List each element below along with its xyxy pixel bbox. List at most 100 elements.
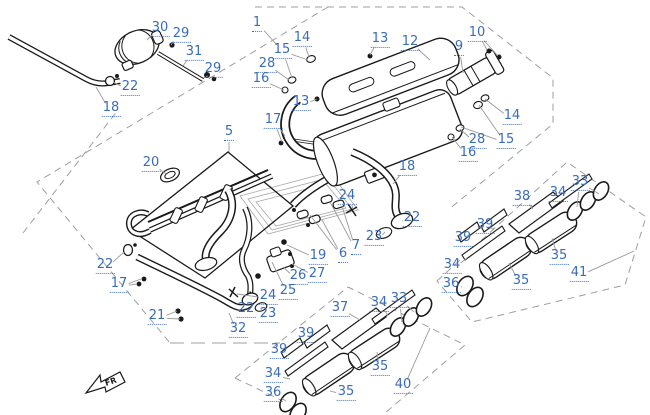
callout-26[interactable]: 26	[288, 267, 308, 285]
callout-34[interactable]: 34	[548, 184, 568, 202]
callout-13[interactable]: 13	[291, 93, 311, 111]
callout-34[interactable]: 34	[442, 256, 462, 274]
leader-line	[291, 263, 309, 273]
callout-28[interactable]: 28	[467, 131, 487, 149]
callout-39[interactable]: 39	[269, 341, 289, 359]
callout-29[interactable]: 29	[203, 60, 223, 78]
callout-1[interactable]: 1	[251, 14, 263, 32]
callout-16[interactable]: 16	[458, 144, 478, 162]
callout-18[interactable]: 18	[397, 158, 417, 176]
callout-30[interactable]: 30	[150, 19, 170, 37]
leader-line	[384, 310, 389, 317]
callout-37[interactable]: 37	[330, 299, 350, 317]
callout-22[interactable]: 22	[120, 78, 140, 96]
callout-31[interactable]: 31	[184, 43, 204, 61]
callout-35[interactable]: 35	[336, 383, 356, 401]
callout-35[interactable]: 35	[370, 358, 390, 376]
callout-12[interactable]: 12	[400, 33, 420, 51]
callout-15[interactable]: 15	[496, 131, 516, 149]
leader-line	[282, 266, 291, 274]
leader-line	[329, 201, 352, 242]
gasket-20	[159, 167, 181, 183]
callout-35[interactable]: 35	[511, 272, 531, 290]
callout-33[interactable]: 33	[389, 290, 409, 308]
leader-line	[460, 257, 468, 264]
callout-10[interactable]: 10	[467, 24, 487, 42]
gasket-23	[254, 302, 268, 312]
front-heat-pipe-assembly	[7, 28, 217, 87]
callout-18[interactable]: 18	[101, 99, 121, 117]
leader-line	[276, 129, 283, 143]
muffler-assembly	[278, 37, 505, 239]
callout-23[interactable]: 23	[364, 228, 384, 246]
callout-36[interactable]: 36	[441, 275, 461, 293]
callout-28[interactable]: 28	[257, 55, 277, 73]
callout-17[interactable]: 17	[109, 275, 129, 293]
callout-6[interactable]: 6	[337, 245, 349, 263]
callout-15[interactable]: 15	[272, 41, 292, 59]
callout-21[interactable]: 21	[147, 307, 167, 325]
callout-34[interactable]: 34	[263, 365, 283, 383]
leader-line	[329, 390, 337, 393]
callout-29[interactable]: 29	[171, 25, 191, 43]
callout-25[interactable]: 25	[278, 282, 298, 300]
callout-22[interactable]: 22	[236, 300, 256, 318]
callout-22[interactable]: 22	[402, 209, 422, 227]
leader-line	[271, 261, 284, 287]
leader-line	[406, 327, 431, 380]
callout-16[interactable]: 16	[251, 70, 271, 88]
leader-line	[286, 244, 309, 256]
leader-line	[236, 293, 259, 298]
leader-line	[376, 351, 379, 362]
callout-39[interactable]: 39	[296, 325, 316, 343]
manifold-panel	[125, 151, 295, 298]
callout-24[interactable]: 24	[337, 187, 357, 205]
heat-shield-12	[321, 37, 460, 116]
callout-35[interactable]: 35	[549, 247, 569, 265]
callout-41[interactable]: 41	[569, 264, 589, 282]
leader-line	[576, 191, 580, 208]
callout-24[interactable]: 24	[258, 287, 278, 305]
callout-22[interactable]: 22	[95, 256, 115, 274]
callout-39[interactable]: 39	[453, 229, 473, 247]
callout-14[interactable]: 14	[292, 29, 312, 47]
leader-line	[159, 168, 167, 175]
callout-13[interactable]: 13	[370, 30, 390, 48]
callout-36[interactable]: 36	[263, 384, 283, 402]
leader-line	[484, 98, 505, 114]
leader-line	[508, 262, 517, 277]
callout-7[interactable]: 7	[350, 237, 362, 255]
leader-line	[321, 219, 339, 250]
bolt-10	[486, 48, 492, 54]
leader-line	[166, 310, 178, 316]
callout-39[interactable]: 39	[475, 216, 495, 234]
leader-line	[112, 251, 125, 263]
leader-line	[588, 187, 600, 195]
leader-line	[587, 250, 635, 273]
callout-17[interactable]: 17	[263, 111, 283, 129]
callout-38[interactable]: 38	[512, 188, 532, 206]
callout-40[interactable]: 40	[393, 376, 413, 394]
bolt-29	[204, 72, 210, 78]
callout-19[interactable]: 19	[308, 247, 328, 265]
leader-line	[392, 174, 401, 185]
bolt-17	[141, 276, 147, 282]
leader-line	[228, 312, 234, 325]
leader-line	[348, 313, 361, 321]
callout-34[interactable]: 34	[369, 294, 389, 312]
leader-line	[128, 278, 142, 284]
callout-33[interactable]: 33	[570, 173, 590, 191]
canister	[114, 28, 164, 72]
callout-14[interactable]: 14	[502, 107, 522, 125]
leader-line	[399, 308, 403, 323]
callout-32[interactable]: 32	[228, 320, 248, 338]
callout-20[interactable]: 20	[141, 154, 161, 172]
callout-9[interactable]: 9	[453, 38, 465, 56]
leader-line	[478, 104, 501, 136]
callout-5[interactable]: 5	[223, 123, 235, 141]
leader-line	[112, 81, 121, 87]
front-direction-marker: FR	[84, 371, 126, 395]
callout-27[interactable]: 27	[307, 265, 327, 283]
callout-23[interactable]: 23	[258, 305, 278, 323]
